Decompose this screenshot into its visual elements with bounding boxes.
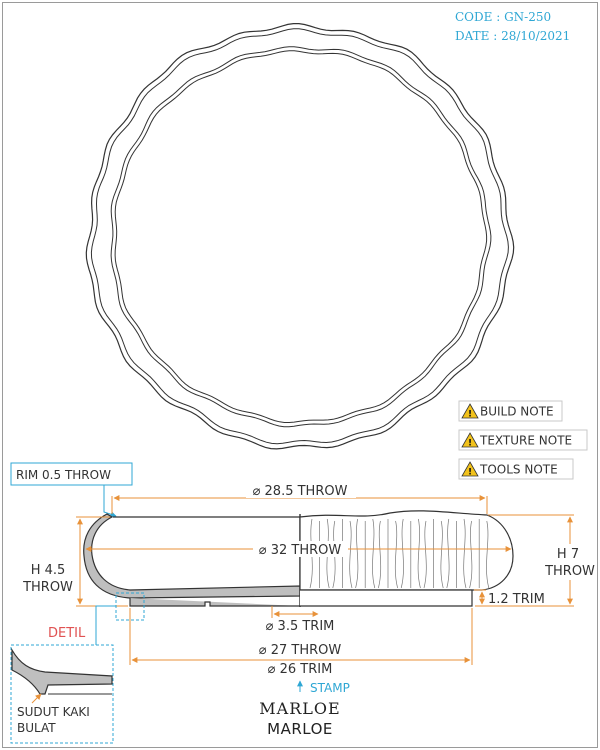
dimension-body-diameter: ⌀ 32 THROW (85, 541, 512, 558)
detail-foot-section (11, 647, 113, 695)
detail-label: DETIL (48, 626, 86, 641)
foot-height-label: 1.2 TRIM (488, 592, 545, 607)
foot-ring-section (129, 598, 300, 607)
left-height-unit: THROW (22, 580, 73, 595)
texture-stroke (400, 518, 404, 589)
left-height-value: H 4.5 (31, 563, 66, 578)
drawing-date: DATE : 28/10/2021 (455, 29, 570, 43)
texture-stroke (463, 518, 467, 589)
tools-note[interactable]: ! TOOLS NOTE (458, 458, 574, 480)
texture-stroke (469, 520, 473, 589)
stamp-callout: STAMP MARLOE MARLOE (259, 680, 350, 738)
texture-stroke (417, 518, 421, 589)
svg-text:!: ! (468, 468, 472, 478)
svg-text:!: ! (468, 410, 472, 420)
drawing-code: CODE : GN-250 (455, 10, 551, 24)
detail-marker: DETIL (48, 592, 145, 645)
stamp-mark-bottom: MARLOE (267, 720, 333, 738)
texture-stroke (349, 520, 353, 589)
texture-note[interactable]: ! TEXTURE NOTE (458, 429, 588, 451)
texture-stroke (446, 518, 450, 589)
plate-rim-edge (90, 28, 509, 445)
plate-exterior-view (299, 510, 514, 607)
build-note[interactable]: ! BUILD NOTE (458, 400, 563, 422)
top-diameter-label: ⌀ 28.5 THROW (253, 484, 348, 499)
dimension-base-diameter: ⌀ 27 THROW ⌀ 26 TRIM (129, 608, 473, 677)
dimension-top-diameter: ⌀ 28.5 THROW (111, 482, 488, 514)
foot-width-label: ⌀ 3.5 TRIM (266, 619, 335, 634)
detail-caption-line-2: BULAT (17, 721, 56, 735)
right-height-unit: THROW (544, 564, 595, 579)
texture-stroke (394, 520, 398, 589)
texture-stroke (372, 518, 376, 589)
plate-inner-wall (110, 46, 492, 428)
dimension-foot-width: ⌀ 3.5 TRIM (266, 606, 335, 634)
texture-note-label: TEXTURE NOTE (479, 434, 572, 448)
warning-triangle-icon: ! (461, 403, 479, 420)
warning-triangle-icon: ! (461, 432, 479, 449)
exterior-foot (300, 589, 473, 607)
texture-stroke (486, 520, 490, 589)
stamp-mark-top: MARLOE (259, 699, 340, 718)
right-height-value: H 7 (557, 547, 579, 562)
stamp-label: STAMP (310, 681, 350, 695)
warning-triangle-icon: ! (461, 461, 479, 478)
rim-thickness-label: RIM 0.5 THROW (16, 468, 111, 482)
dimension-foot-height: 1.2 TRIM (474, 589, 545, 607)
texture-stroke (423, 520, 427, 589)
detail-view: SUDUT KAKI BULAT (10, 644, 114, 744)
dimension-left-height: H 4.5 THROW (18, 516, 128, 607)
svg-text:!: ! (468, 439, 472, 449)
base-throw-label: ⌀ 27 THROW (259, 643, 342, 658)
plate-inner-wall-2 (114, 50, 488, 423)
dimension-right-height: H 7 THROW (475, 514, 597, 607)
plate-top-view (85, 23, 515, 450)
plate-outer-rim (85, 23, 515, 450)
body-diameter-label: ⌀ 32 THROW (259, 543, 342, 558)
plate-section-view (83, 513, 301, 607)
texture-stroke (355, 518, 359, 589)
tools-note-label: TOOLS NOTE (479, 463, 558, 477)
texture-stroke (440, 520, 444, 589)
rim-callout: RIM 0.5 THROW (10, 462, 133, 518)
texture-stroke (378, 520, 382, 589)
build-note-label: BUILD NOTE (480, 405, 554, 419)
base-trim-label: ⌀ 26 TRIM (268, 662, 333, 677)
detail-caption-line-1: SUDUT KAKI (17, 705, 90, 719)
